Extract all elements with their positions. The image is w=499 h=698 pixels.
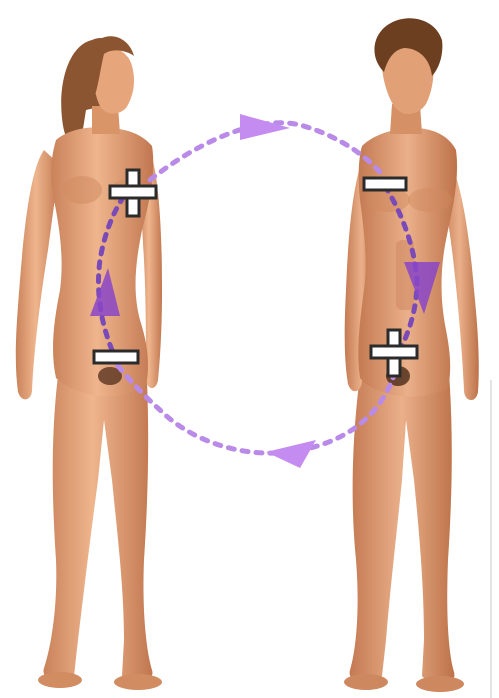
male-foot-left [344, 674, 388, 690]
minus-sign-icon [364, 178, 406, 190]
female-foot-left [38, 672, 82, 688]
female-chest-shade [62, 176, 102, 204]
male-foot-right [416, 676, 464, 692]
minus-sign-icon [94, 351, 138, 363]
male-chest-shade-2 [408, 188, 452, 212]
female-foot-right [114, 674, 162, 690]
